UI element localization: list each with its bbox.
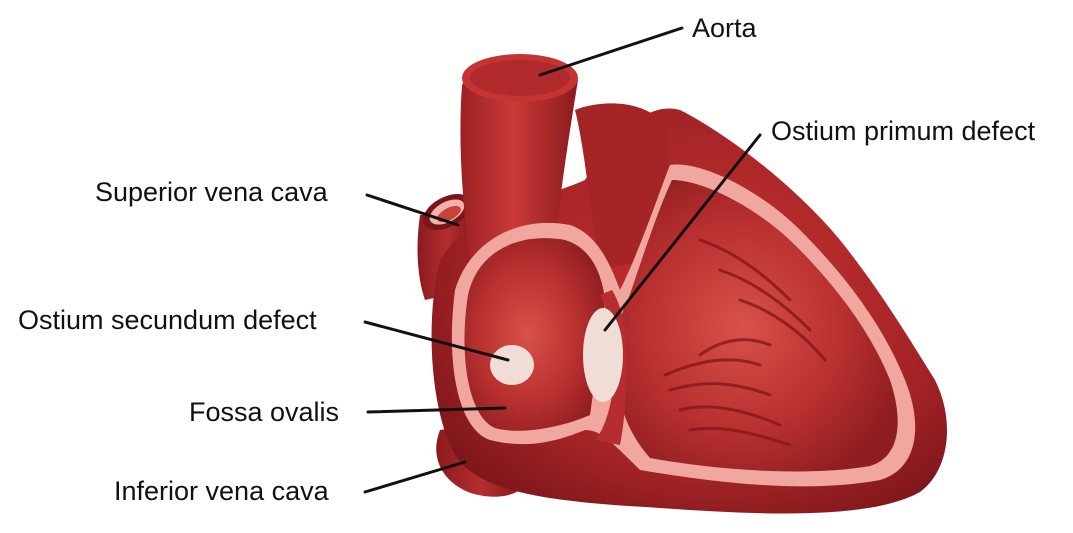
- label-aorta: Aorta: [692, 12, 757, 44]
- ostium-secundum-defect-shape: [490, 345, 534, 385]
- right-atrium: [464, 238, 605, 431]
- leader-aorta: [540, 28, 682, 75]
- label-superior-vena-cava: Superior vena cava: [95, 176, 328, 208]
- label-ostium-primum-defect: Ostium primum defect: [771, 115, 1035, 147]
- label-fossa-ovalis: Fossa ovalis: [189, 396, 339, 428]
- ventricle: [615, 180, 898, 471]
- label-ostium-secundum-defect: Ostium secundum defect: [18, 304, 317, 336]
- label-inferior-vena-cava: Inferior vena cava: [114, 475, 329, 507]
- ostium-primum-defect-shape: [583, 308, 623, 402]
